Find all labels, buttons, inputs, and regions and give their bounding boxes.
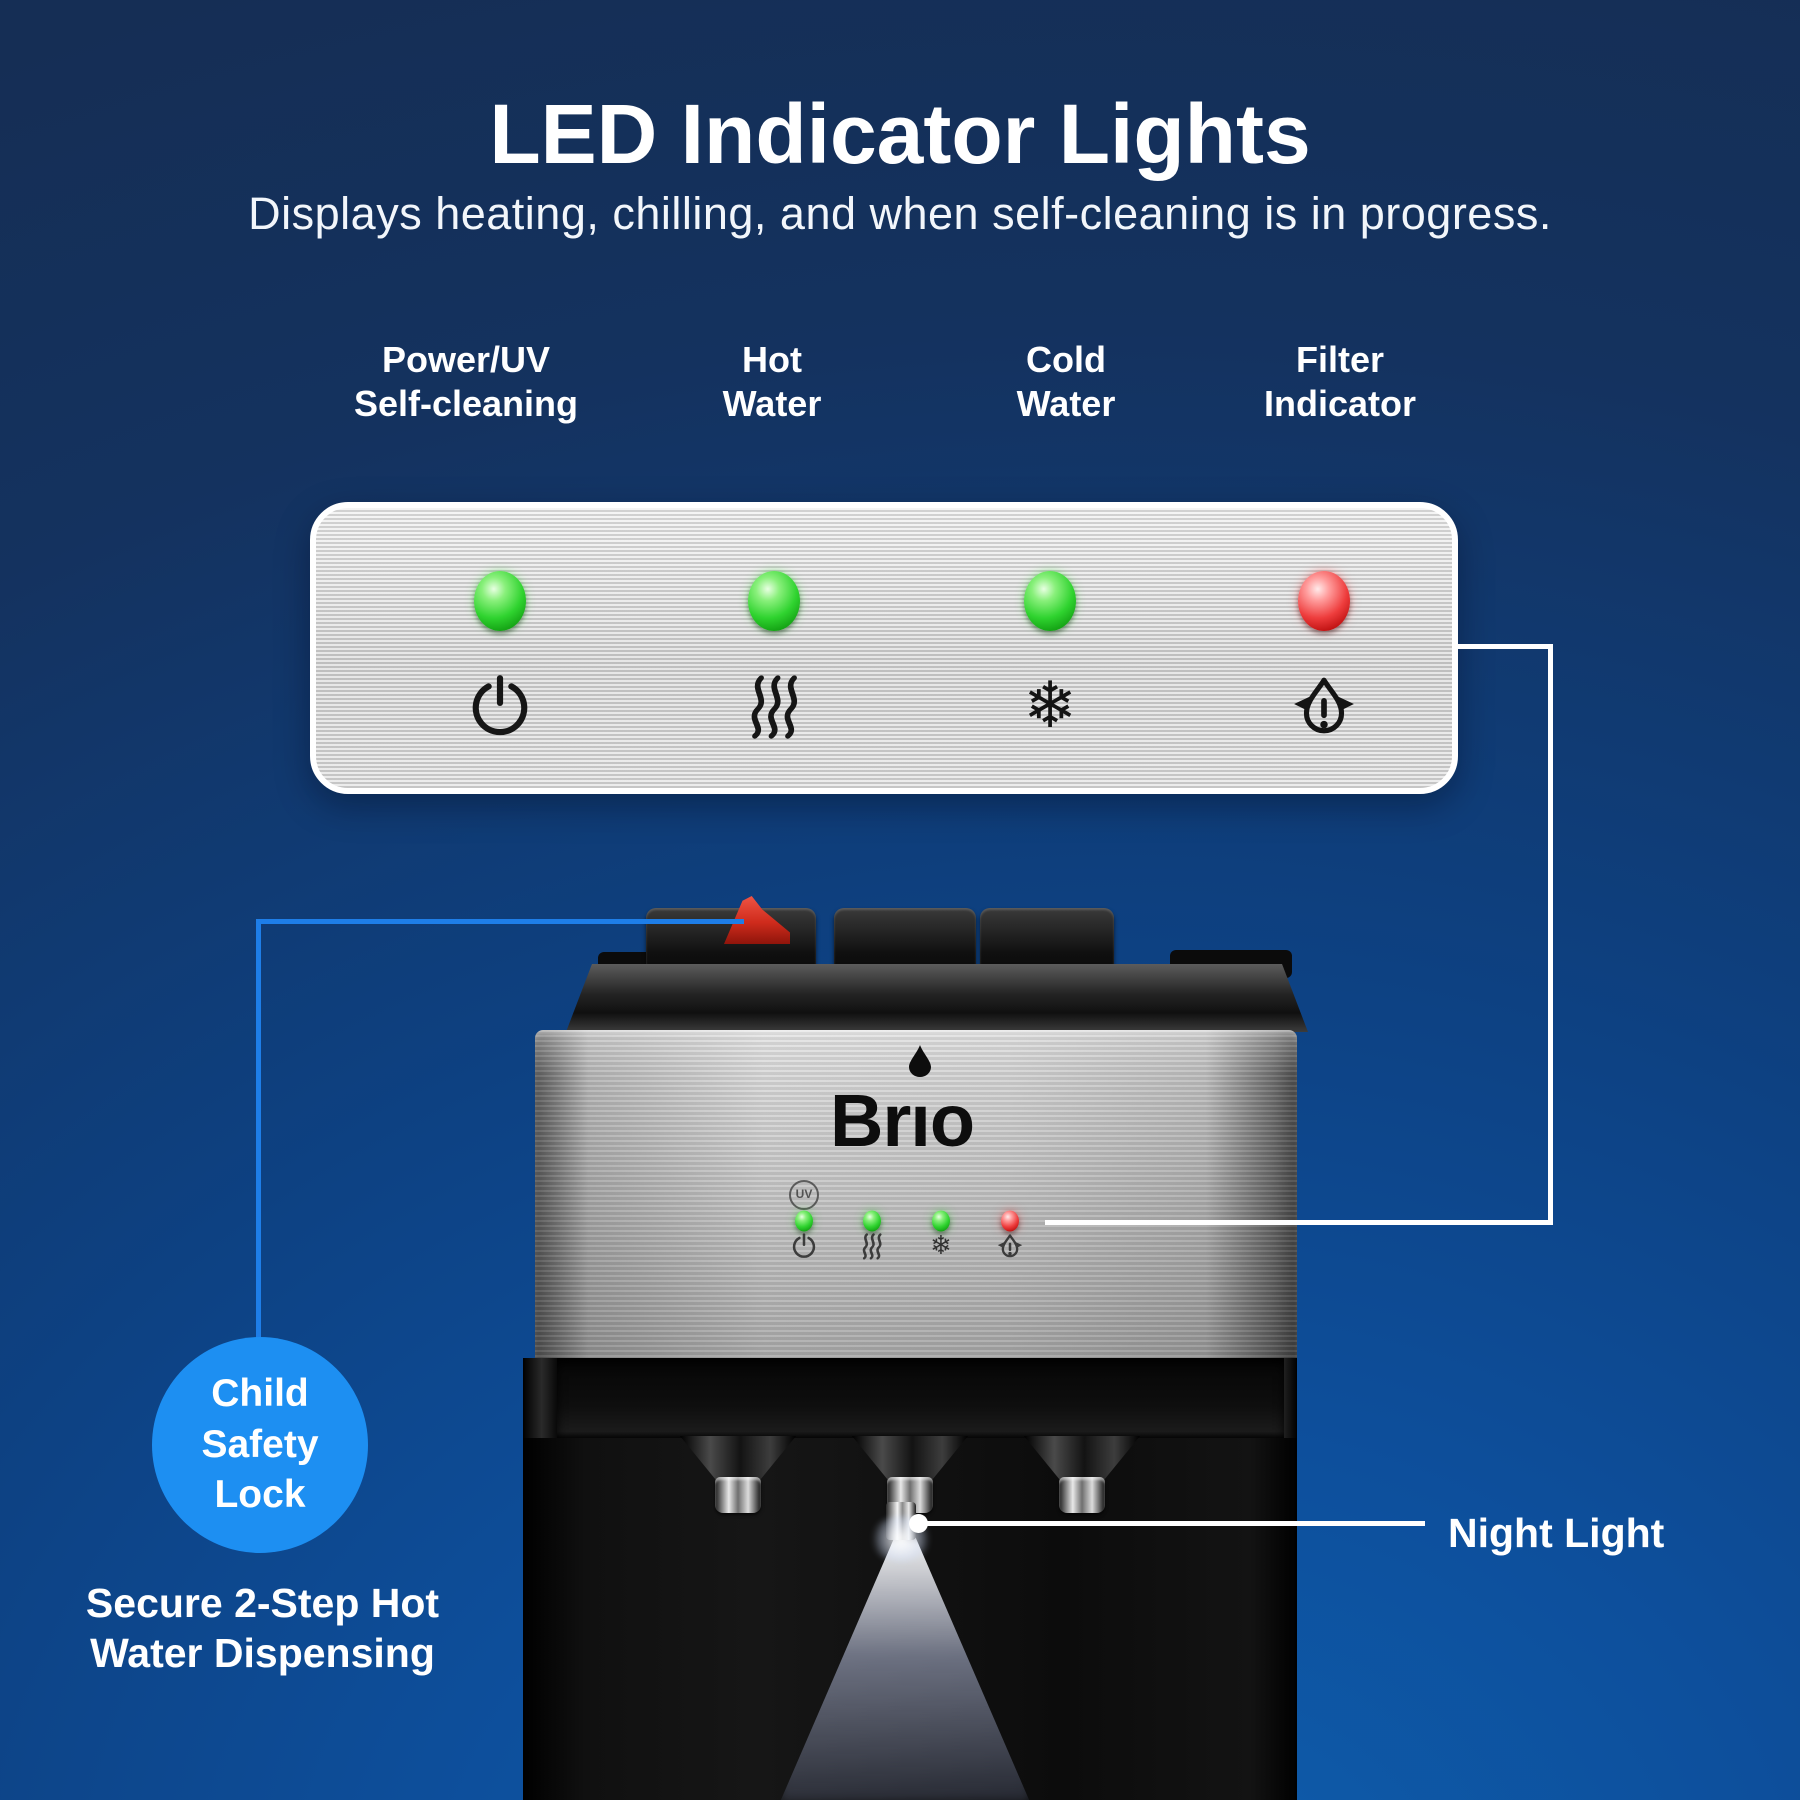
label-line: Cold [1026,339,1106,380]
connector-filter-horizontal-bottom [1045,1220,1553,1225]
hot-spout-tip [715,1477,761,1513]
mini-filter-icon [997,1234,1023,1258]
subtitle: Displays heating, chilling, and when sel… [248,188,1552,239]
night-light-callout-dot [909,1514,928,1533]
caption-line: Secure 2-Step Hot [85,1580,440,1626]
label-hot-water: Hot Water [723,338,822,426]
connector-filter-vertical [1548,644,1553,1225]
page-title: LED Indicator Lights [489,87,1311,181]
label-line: Power/UV [381,339,551,380]
droplet-icon [909,1045,932,1077]
cold-spout-tip [1059,1477,1105,1513]
filter-icon [1294,677,1354,734]
connector-childlock-horizontal [256,919,744,924]
mini-heat-icon [862,1233,882,1260]
label-line: Water [1016,382,1116,424]
filter-led [1298,571,1350,631]
label-line: Indicator [1263,382,1417,424]
badge-line: Child [211,1371,309,1415]
mini-cold-led [932,1210,950,1232]
mini-filter-led [1001,1210,1019,1232]
connector-childlock-vertical [256,919,261,1343]
label-line: Filter [1295,339,1385,380]
mini-power-icon [792,1233,816,1258]
label-cold-water: Cold Water [1017,338,1116,426]
caption-line: Water Dispensing [90,1630,435,1677]
dispenser-top-surface [566,964,1308,1032]
power-icon [472,675,528,736]
child-safety-lock-badge: Child Safety Lock [152,1337,368,1553]
led-indicator-panel: ❄ [310,502,1458,794]
dispenser-front-panel [535,1030,1297,1360]
brio-logo-text: o [929,1079,975,1162]
brio-logo-i-wrap: ı [909,1045,932,1162]
label-power-uv: Power/UV Self-cleaning [354,338,578,426]
power-led [474,571,526,631]
mini-hot-led [863,1210,881,1232]
night-light-label: Night Light [1448,1510,1665,1556]
snowflake-icon: ❄ [1023,669,1077,743]
brio-logo-text: Br [830,1079,911,1162]
badge-line: Lock [214,1473,306,1517]
badge-line: Safety [201,1422,319,1466]
dispenser-recess [557,1358,1284,1438]
secure-dispensing-caption: Secure 2-Step Hot Water Dispensing [40,1578,485,1678]
label-line: Self-cleaning [353,382,579,424]
heat-icon [751,675,798,739]
connector-filter-horizontal-top [1455,644,1553,649]
dispenser-side-left [523,1358,557,1438]
label-line: Hot [742,339,802,380]
cold-water-led [1024,571,1076,631]
mini-power-led [795,1210,813,1232]
label-filter-indicator: Filter Indicator [1264,338,1416,426]
connector-nightlight [922,1521,1425,1526]
label-line: Water [722,382,822,424]
mini-snowflake-icon: ❄ [930,1231,952,1261]
hot-water-led [748,571,800,631]
uv-badge: UV [789,1180,819,1210]
dispenser-side-right [1284,1358,1297,1438]
